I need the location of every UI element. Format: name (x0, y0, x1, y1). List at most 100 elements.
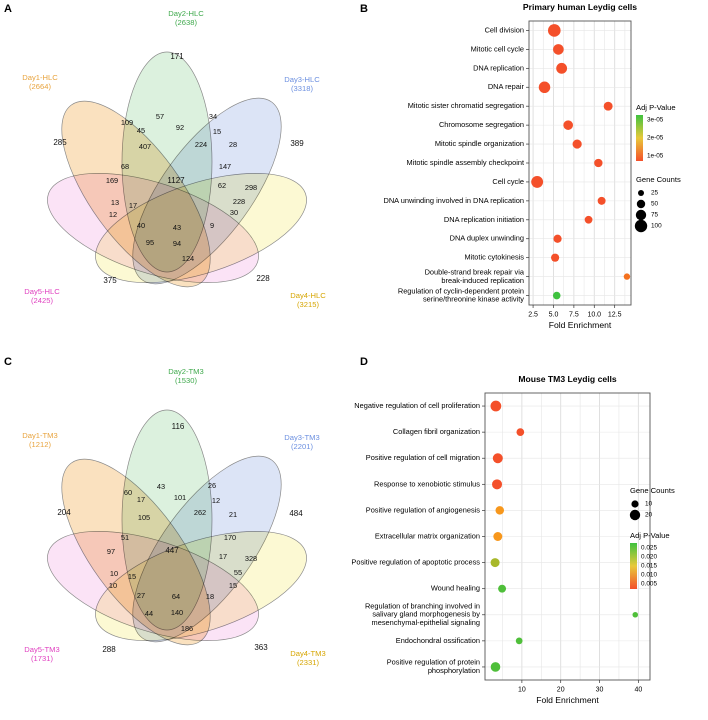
adj-p-value-legend-b-label: 2e-05 (647, 135, 664, 142)
venn-region-count: 95 (146, 238, 154, 247)
venn-region-count: 13 (111, 198, 119, 207)
panel-c: C Day1-TM3(1212)Day2-TM3(1530)Day3-TM3(2… (0, 350, 354, 720)
adj-p-value-legend-b-label: 3e-05 (647, 117, 664, 124)
venn-region-count: 169 (106, 176, 118, 185)
venn-region-count: 147 (219, 162, 231, 171)
venn-region-count: 10 (109, 581, 117, 590)
data-point (563, 120, 573, 130)
category-label: Mitotic spindle assembly checkpoint (407, 158, 524, 167)
category-label: Regulation of branching involved in (365, 601, 480, 610)
venn-region-count: 21 (229, 510, 237, 519)
venn-set-label-day4: Day4-HLC (290, 291, 326, 300)
venn-set-label-day2: Day2-TM3 (168, 367, 203, 376)
venn-region-count: 51 (121, 533, 129, 542)
data-point (492, 479, 503, 490)
venn-region-count: 298 (245, 183, 257, 192)
venn-region-count: 1127 (167, 176, 185, 185)
category-label: Response to xenobiotic stimulus (374, 479, 480, 488)
venn-region-count: 363 (254, 643, 268, 652)
adj-p-value-legend-b-label: 1e-05 (647, 153, 664, 160)
data-point (492, 453, 503, 464)
venn-region-count: 12 (109, 210, 117, 219)
venn-set-label-day3: Day3-TM3 (284, 433, 319, 442)
category-label: Mitotic cell cycle (471, 44, 524, 53)
venn-set-count-day1: (1212) (29, 440, 51, 449)
plot-title: Mouse TM3 Leydig cells (518, 374, 617, 384)
category-label: salivary gland morphogenesis by (372, 610, 480, 619)
category-label: DNA unwinding involved in DNA replicatio… (384, 196, 525, 205)
venn-region-count: 171 (170, 52, 184, 61)
category-label: Cell cycle (492, 177, 524, 186)
venn-set-label-day2: Day2-HLC (168, 9, 204, 18)
venn-region-count: 9 (210, 221, 214, 230)
venn-region-count: 43 (157, 482, 165, 491)
venn-region-count: 26 (208, 481, 216, 490)
venn-region-count: 43 (173, 223, 181, 232)
x-axis-tick-label: 40 (634, 687, 642, 694)
x-axis-tick-label: 2.5 (528, 312, 538, 319)
venn-region-count: 285 (53, 138, 67, 147)
adj-p-value-legend-b-gradient-bar (636, 115, 643, 161)
adj-p-value-legend-d-label: 0.015 (641, 563, 657, 570)
data-point (538, 81, 551, 94)
venn-region-count: 17 (219, 552, 227, 561)
category-label: Mitotic sister chromatid segregation (408, 101, 524, 110)
category-label: Endochondral ossification (396, 636, 480, 645)
data-point (553, 234, 562, 243)
gene-counts-legend-b-title: Gene Counts (636, 175, 681, 184)
data-point (623, 273, 631, 280)
venn-set-count-day4: (3215) (297, 300, 319, 309)
adj-p-value-legend-d-label: 0.025 (641, 545, 657, 552)
category-label: Positive regulation of apoptotic process (351, 558, 480, 567)
venn-region-count: 228 (233, 197, 245, 206)
x-axis-tick-label: 30 (596, 687, 604, 694)
data-point (490, 558, 500, 568)
data-point (594, 158, 603, 168)
data-point (572, 139, 582, 149)
venn-diagram-tm3: Day1-TM3(1212)Day2-TM3(1530)Day3-TM3(220… (22, 367, 325, 667)
x-axis-label: Fold Enrichment (549, 320, 612, 330)
venn-set-count-day3: (3318) (291, 84, 313, 93)
venn-region-count: 15 (128, 572, 136, 581)
venn-region-count: 228 (256, 274, 270, 283)
venn-region-count: 224 (195, 140, 207, 149)
venn-set-count-day4: (2331) (297, 658, 319, 667)
gene-counts-legend-b-label: 75 (651, 212, 659, 219)
data-point (632, 612, 639, 618)
data-point (493, 532, 503, 541)
category-label: Positive regulation of protein (387, 658, 480, 667)
venn-set-label-day5: Day5-TM3 (24, 645, 59, 654)
gene-counts-legend-b-label: 50 (651, 201, 659, 208)
venn-set-label-day1: Day1-TM3 (22, 431, 57, 440)
category-label: DNA replication initiation (444, 215, 524, 224)
data-point (498, 584, 507, 593)
x-axis-tick-label: 10 (518, 687, 526, 694)
venn-region-count: 116 (172, 422, 185, 431)
venn-set-label-day4: Day4-TM3 (290, 649, 325, 658)
panel-d-letter: D (360, 356, 368, 368)
data-point (556, 62, 568, 74)
gene-counts-legend-d-label: 20 (645, 512, 653, 519)
gene-counts-legend-b-label: 100 (651, 223, 662, 230)
venn-region-count: 92 (176, 123, 184, 132)
venn-region-count: 101 (174, 493, 186, 502)
data-point (552, 291, 561, 300)
venn-region-count: 170 (224, 533, 236, 542)
category-label: break-induced replication (441, 276, 524, 285)
category-label: Wound healing (431, 584, 480, 593)
category-label: Extracellular matrix organization (375, 531, 480, 540)
category-label: Mitotic cytokinesis (464, 253, 524, 262)
adj-p-value-legend-d-label: 0.020 (641, 554, 657, 561)
venn-region-count: 204 (57, 508, 71, 517)
venn-region-count: 27 (137, 591, 145, 600)
category-label: Collagen fibril organization (393, 427, 480, 436)
venn-region-count: 140 (171, 608, 183, 617)
venn-region-count: 28 (229, 140, 237, 149)
panel-a: A Day1-HLC(2664)Day2-HLC(2638)Day3-HLC(3… (0, 0, 354, 345)
venn-region-count: 62 (218, 181, 226, 190)
venn-region-count: 97 (107, 547, 115, 556)
venn-region-count: 17 (137, 495, 145, 504)
venn-set-count-day1: (2664) (29, 82, 51, 91)
